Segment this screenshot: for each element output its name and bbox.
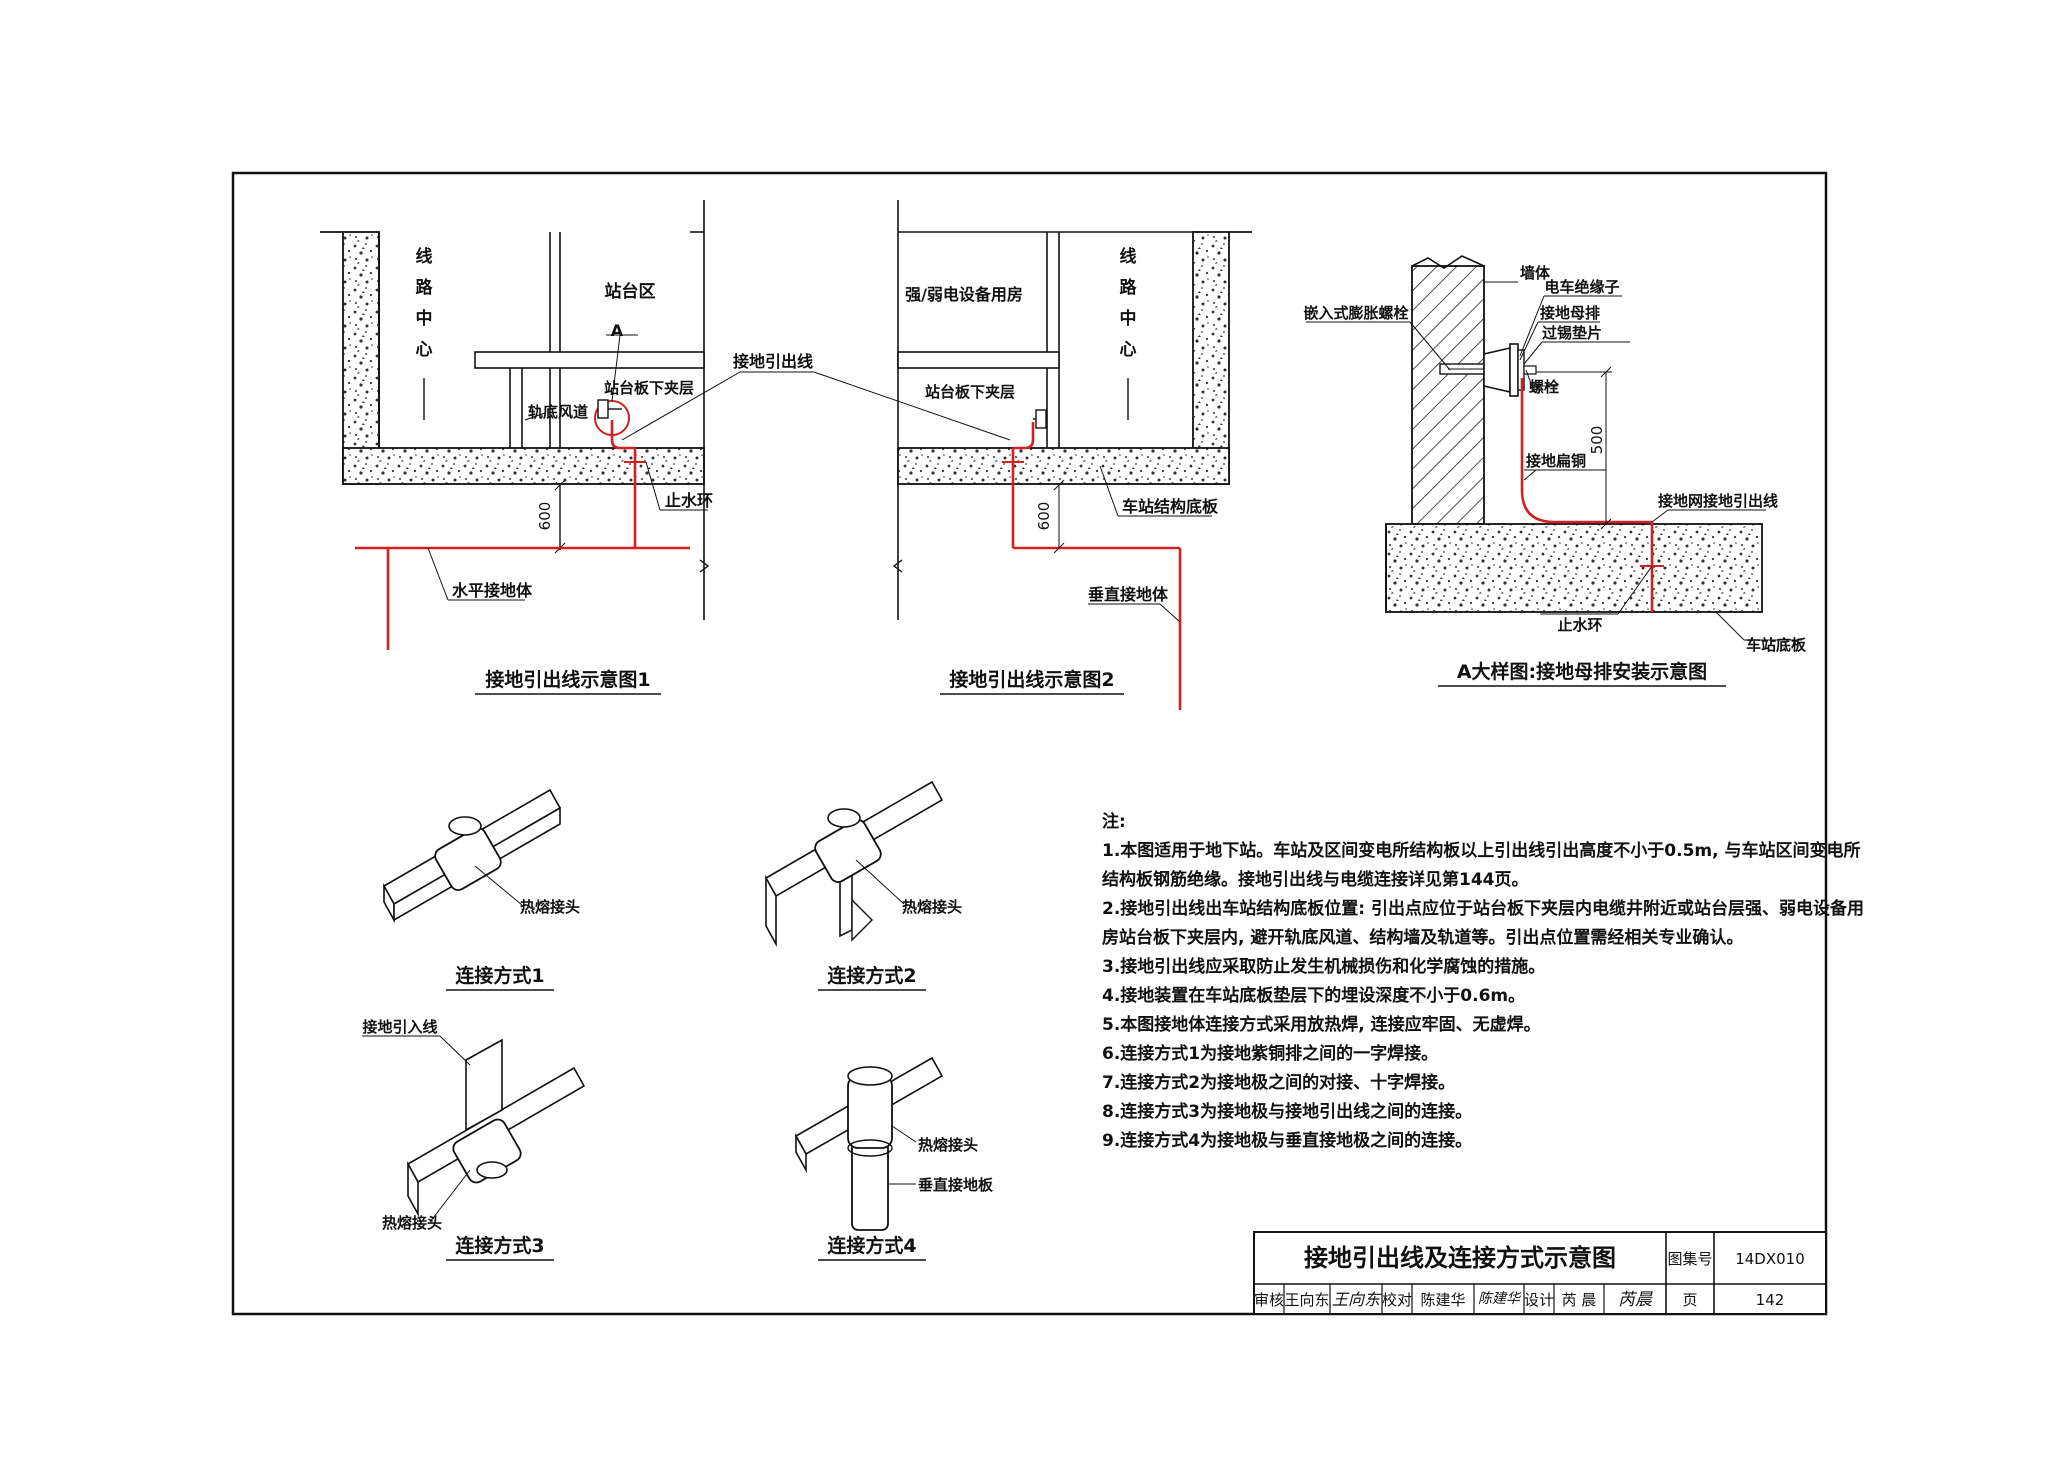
platform-slab-1 [474,351,705,369]
note-item: 房站台板下夹层内, 避开轨底风道、结构墙及轨道等。引出点位置需经相关专业确认。 [1102,928,1744,948]
insulator-label: 电车绝缘子 [1544,278,1619,296]
note-item: 5.本图接地体连接方式采用放热焊, 连接应牢固、无虚焊。 [1102,1015,1541,1035]
base-slab-label-a: 车站底板 [1746,636,1807,654]
notes-title: 注: [1102,812,1126,832]
connection-method-4: 热熔接头 垂直接地板 连接方式4 [794,1056,994,1261]
sheet-border [231,171,1828,1316]
note-item: 3.接地引出线应采取防止发生机械损伤和化学腐蚀的措施。 [1102,957,1546,977]
flat-copper-label: 接地扁铜 [1526,452,1586,470]
checker-name: 陈建华 [1420,1291,1465,1309]
connection-1-caption: 连接方式1 [455,964,544,987]
weld-label-1: 热熔接头 [520,898,580,916]
diagram-2-caption: 接地引出线示意图2 [949,668,1114,691]
vertical-plate-label: 垂直接地板 [918,1176,994,1194]
weld-label-3: 热熔接头 [382,1214,442,1232]
connection-method-3: 接地引入线 热熔接头 连接方式3 [362,1018,586,1261]
notes-block: 注: 1.本图适用于地下站。车站及区间变电所结构板以上引出线引出高度不小于0.5… [1102,808,1865,1156]
reviewer-signature: 王向东 [1332,1290,1382,1309]
water-stop-ring-label-a: 止水环 [1557,616,1602,634]
diagram-1-caption: 接地引出线示意图1 [485,668,650,691]
note-item: 9.连接方式4为接地极与垂直接地极之间的连接。 [1102,1131,1473,1151]
design-label: 设计 [1524,1291,1554,1309]
connection-2-caption: 连接方式2 [827,964,916,987]
reviewer-name: 王向东 [1284,1291,1329,1309]
line-center-char-1: 线 [416,246,433,267]
vertical-ground-label: 垂直接地体 [1088,585,1169,604]
platform-interlayer-label-2: 站台板下夹层 [925,383,1015,401]
flat-copper-conductor [1520,378,1652,524]
drawing-title: 接地引出线及连接方式示意图 [1304,1244,1616,1272]
anchor-bolt-label: 嵌入式膨胀螺栓 [1303,304,1408,322]
line-center-char-2b: 路 [1120,277,1138,298]
dim-600-label-2: 600 [1035,502,1053,531]
detail-a-label: A [611,321,624,340]
note-item: 结构板钢筋绝缘。接地引出线与电缆连接详见第144页。 [1102,870,1529,890]
connection-4-caption: 连接方式4 [827,1234,916,1257]
dim-500-label: 500 [1588,426,1606,455]
note-item: 7.连接方式2为接地极之间的对接、十字焊接。 [1102,1073,1456,1093]
station-wall-right [1192,231,1230,485]
platform-interlayer-label-1: 站台板下夹层 [604,379,694,397]
line-center-char-3: 中 [416,308,433,329]
ground-lead-diagram-2: 接地引出线 强/弱电设备用房 站台板下夹层 线 路 中 心 车站结构底板 垂直接… [621,200,1252,710]
ground-lead-strap [465,1038,503,1132]
grid-lead-label: 接地网接地引出线 [1658,492,1778,510]
platform-zone-label: 站台区 [605,281,656,302]
title-block: 接地引出线及连接方式示意图 图集号 14DX010 审核 王向东 王向东 校对 … [1253,1231,1827,1315]
busbar-label: 接地母排 [1540,304,1600,322]
wall-section [1411,265,1485,525]
base-slab-1 [342,447,705,485]
weld-joint-4 [847,1075,893,1149]
designer-signature: 芮晨 [1618,1290,1653,1310]
insulator-shape [1483,346,1511,394]
note-item: 2.接地引出线出车站结构底板位置: 引出点应位于站台板下夹层内电缆井附近或站台层… [1102,899,1865,919]
water-stop-ring-label-1: 止水环 [665,491,713,510]
wall-label: 墙体 [1520,264,1551,282]
weld-label-2: 热熔接头 [902,898,962,916]
designer-name: 芮 晨 [1562,1291,1597,1309]
ground-lead-diagram-1: 线 路 中 心 站台区 A 轨底风道 站台板下夹层 止水环 水平接地体 600 … [320,200,713,695]
dim-600-label-1: 600 [536,502,554,531]
set-number: 14DX010 [1735,1250,1805,1268]
note-item: 4.接地装置在车站底板垫层下的埋设深度不小于0.6m。 [1102,986,1526,1006]
check-label: 校对 [1382,1291,1412,1309]
platform-slab-2 [897,351,1060,369]
line-center-char-4: 心 [416,340,433,360]
detail-a-busbar: 墙体 电车绝缘子 接地母排 过锡垫片 嵌入式膨胀螺栓 螺栓 接地扁铜 500 接… [1303,255,1807,687]
note-item: 6.连接方式1为接地紫铜排之间的一字焊接。 [1102,1044,1439,1064]
station-wall-left [342,231,380,485]
station-base-slab-detail [1385,523,1763,613]
detail-a-caption: A大样图:接地母排安装示意图 [1457,660,1707,683]
weld-joint-1 [434,827,502,891]
review-label: 审核 [1254,1291,1284,1309]
note-item: 1.本图适用于地下站。车站及区间变电所结构板以上引出线引出高度不小于0.5m, … [1102,841,1861,861]
bolt-label: 螺栓 [1529,378,1559,396]
weld-joint-2 [814,819,882,883]
connection-method-2: 热熔接头 连接方式2 [764,780,962,991]
weld-label-4: 热熔接头 [918,1136,978,1154]
line-center-char-4b: 心 [1120,340,1137,360]
ground-lead-label: 接地引出线 [733,352,813,371]
note-item: 8.连接方式3为接地极与接地引出线之间的连接。 [1102,1102,1473,1122]
base-slab-2 [897,447,1230,485]
connection-method-1: 热熔接头 连接方式1 [382,788,580,991]
tin-pad-label: 过锡垫片 [1542,324,1602,342]
set-number-label: 图集号 [1667,1250,1712,1268]
line-center-char-3b: 中 [1120,308,1137,329]
page-number: 142 [1756,1291,1785,1309]
rail-duct-label: 轨底风道 [528,403,588,421]
equipment-room-label: 强/弱电设备用房 [905,285,1023,304]
checker-signature: 陈建华 [1478,1291,1522,1307]
connection-3-caption: 连接方式3 [455,1234,544,1257]
base-slab-label-2: 车站结构底板 [1122,497,1219,516]
line-center-char-2: 路 [416,277,434,298]
horizontal-ground-label: 水平接地体 [452,581,533,600]
page-label: 页 [1682,1291,1697,1309]
ground-lead-in-label: 接地引入线 [362,1018,437,1036]
line-center-char-1b: 线 [1120,246,1137,267]
